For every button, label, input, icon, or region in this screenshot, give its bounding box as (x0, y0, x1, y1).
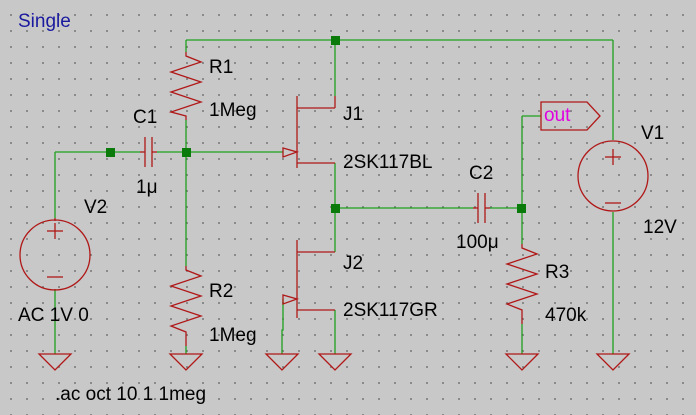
v2-name: V2 (84, 197, 108, 218)
jfet-j1 (282, 96, 336, 168)
j1-name: J1 (343, 104, 364, 125)
ground-r2 (168, 353, 204, 371)
r1-value: 1Meg (209, 100, 257, 121)
capacitor-c2 (473, 193, 490, 223)
wires (54, 39, 614, 354)
junction-gate (182, 148, 191, 157)
v1-name: V1 (641, 123, 665, 144)
junctions (106, 36, 526, 213)
junction-input (106, 148, 115, 157)
ground-v2 (37, 353, 73, 371)
net-flag-out-shape (540, 101, 601, 131)
ground-symbols (37, 353, 631, 371)
junction-out (517, 204, 526, 213)
r1-name: R1 (209, 57, 234, 78)
ground-j2-gate (264, 353, 300, 371)
junction-top (331, 36, 340, 45)
resistor-r2 (168, 266, 204, 346)
c1-value: 1μ (136, 177, 158, 198)
r3-name: R3 (545, 262, 570, 283)
v1-value: 12V (643, 217, 677, 238)
j2-value: 2SK117GR (343, 300, 438, 321)
r2-value: 1Meg (209, 325, 257, 346)
ground-v1 (595, 353, 631, 371)
r2-name: R2 (209, 281, 234, 302)
c2-value: 100μ (456, 232, 499, 253)
r3-value: 470k (545, 305, 587, 326)
capacitor-c1 (140, 137, 157, 167)
ground-j2-source (317, 353, 353, 371)
jfet-j2 (282, 240, 335, 318)
v2-value: AC 1V 0 (18, 305, 89, 326)
j2-name: J2 (343, 253, 364, 274)
voltage-source-v2 (19, 218, 91, 291)
j1-value: 2SK117BL (343, 152, 433, 173)
resistor-r1 (168, 52, 204, 120)
c1-name: C1 (133, 107, 158, 128)
voltage-source-v1 (577, 140, 649, 212)
spice-directive[interactable]: .ac oct 10 1 1meg (55, 384, 207, 405)
jfet-j1-gate-arrow (282, 147, 300, 158)
resistor-r3 (504, 244, 540, 324)
junction-mid (331, 204, 340, 213)
jfet-j2-gate-arrow (282, 294, 300, 305)
ground-r3 (504, 353, 540, 371)
components (19, 52, 649, 371)
wire-j2-gate-ground (281, 299, 284, 354)
net-label-out[interactable]: out (544, 105, 571, 126)
c2-name: C2 (469, 163, 494, 184)
schematic-title: Single (18, 11, 71, 32)
